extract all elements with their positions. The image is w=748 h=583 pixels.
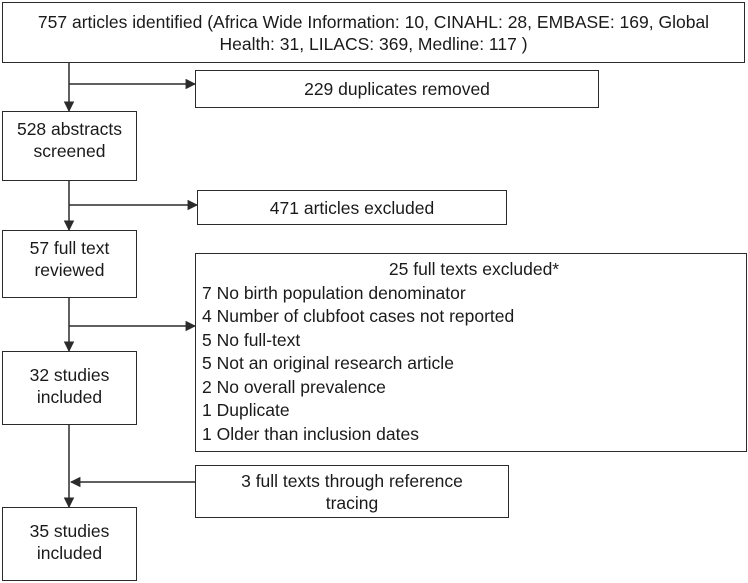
fulltext-excluded-box: 25 full texts excluded* 7 No birth popul… xyxy=(195,253,747,452)
included1-line2: included xyxy=(36,387,103,407)
identified-line2: Health: 31, LILACS: 369, Medline: 117 ) xyxy=(219,33,528,54)
exclusion-reason: 5 Not an original research article xyxy=(202,353,454,373)
included1-line1: 32 studies xyxy=(29,365,110,385)
exclusion-reason: 2 No overall prevalence xyxy=(202,376,386,397)
screened-box: 528 abstracts screened xyxy=(2,111,137,181)
fulltext-line2: reviewed xyxy=(34,260,105,280)
included-box-2: 35 studies included xyxy=(2,507,137,581)
included-box-1: 32 studies included xyxy=(2,351,137,425)
reference-tracing-box: 3 full texts through reference tracing xyxy=(195,465,509,518)
included2-line1: 35 studies xyxy=(29,521,110,541)
duplicates-text: 229 duplicates removed xyxy=(304,79,490,99)
screened-line2: screened xyxy=(33,141,106,161)
abstracts-excluded-text: 471 articles excluded xyxy=(269,197,435,218)
fulltext-box: 57 full text reviewed xyxy=(2,230,137,298)
fulltext-line1: 57 full text xyxy=(29,238,110,258)
screened-line1: 528 abstracts xyxy=(16,119,123,139)
included2-line2: included xyxy=(36,543,103,563)
exclusion-reason: 1 Older than inclusion dates xyxy=(202,423,419,444)
fulltext-excluded-title: 25 full texts excluded* xyxy=(388,259,560,279)
reference-line2: tracing xyxy=(325,492,379,513)
exclusion-reason: 4 Number of clubfoot cases not reported xyxy=(202,306,515,326)
exclusion-reason: 7 No birth population denominator xyxy=(202,282,466,303)
duplicates-box: 229 duplicates removed xyxy=(195,70,599,108)
exclusion-reason: 1 Duplicate xyxy=(202,400,290,420)
abstracts-excluded-box: 471 articles excluded xyxy=(197,190,507,225)
exclusion-reason: 5 No full-text xyxy=(202,329,301,350)
identified-line1: 757 articles identified (Africa Wide Inf… xyxy=(37,11,710,32)
identified-box: 757 articles identified (Africa Wide Inf… xyxy=(2,2,745,63)
reference-line1: 3 full texts through reference xyxy=(241,470,463,491)
